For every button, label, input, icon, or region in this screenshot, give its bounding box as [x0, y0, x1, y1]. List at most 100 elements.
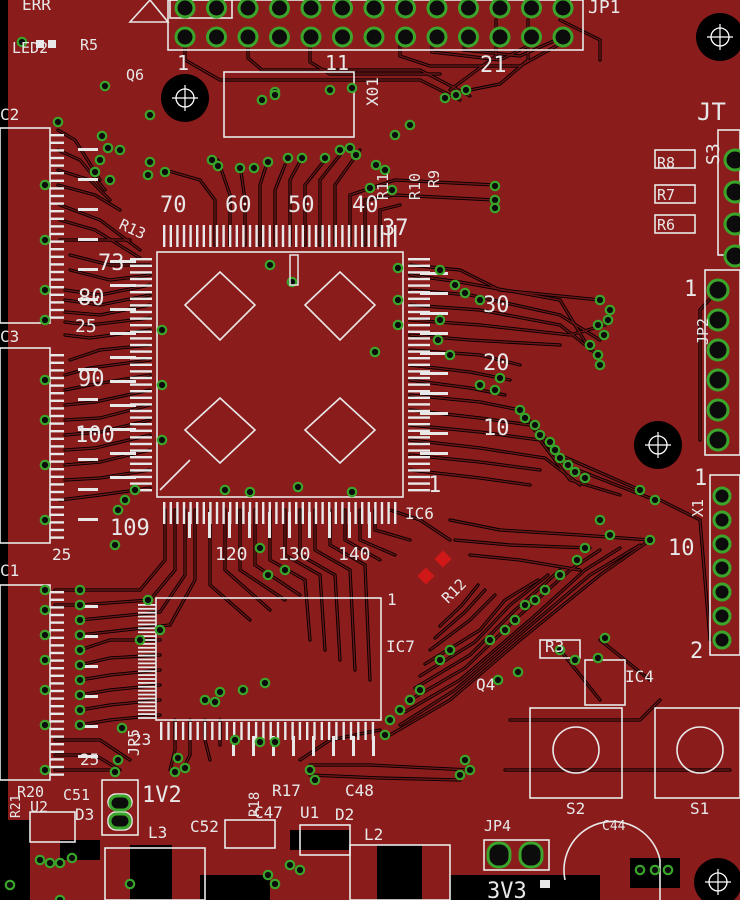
connector-pin — [78, 488, 98, 491]
ic6-pin — [408, 423, 430, 426]
ic6-pin — [229, 225, 232, 247]
jp1-pin — [489, 26, 511, 48]
ic6-pin — [275, 225, 278, 247]
label-r10: R10 — [406, 173, 424, 200]
ic7-pin — [342, 722, 345, 740]
ic6-pin — [188, 512, 191, 538]
via — [492, 674, 504, 686]
label-s2: S2 — [566, 799, 585, 818]
ic7-pin — [252, 736, 255, 756]
ic6-pin — [314, 225, 318, 247]
ic6-pin — [408, 324, 430, 327]
copper-trace — [404, 547, 621, 713]
connector-pin — [50, 445, 64, 448]
via — [554, 569, 566, 581]
copper-trace — [64, 317, 151, 326]
ic6-pin — [408, 482, 430, 485]
via — [594, 294, 606, 306]
connector-pin — [50, 659, 64, 662]
via — [404, 694, 416, 706]
via — [554, 644, 566, 656]
via — [474, 294, 486, 306]
via — [450, 89, 462, 101]
copper-trace — [239, 509, 286, 601]
label-x1-p2: 2 — [690, 639, 703, 664]
ic6-pin — [262, 502, 265, 524]
connector-pin — [50, 735, 64, 738]
label-ic6-p100: 100 — [75, 423, 115, 448]
ic6-pin — [130, 462, 152, 465]
connector-pin — [50, 498, 64, 501]
ic6-pin — [301, 502, 304, 524]
via — [279, 564, 291, 576]
via — [489, 384, 501, 396]
ic6-pin — [408, 383, 430, 386]
via — [454, 769, 466, 781]
ic7-pin — [138, 662, 156, 665]
ic6-pin — [387, 225, 390, 247]
ic6-pin — [169, 502, 172, 524]
label-ic6-p140: 140 — [338, 544, 371, 565]
ic6-pin — [130, 317, 152, 320]
ic6-pin — [196, 225, 199, 247]
via — [39, 284, 51, 296]
ic6-pin — [110, 428, 136, 431]
jp1-pin — [300, 26, 322, 48]
via — [39, 719, 51, 731]
ic7-pin — [138, 717, 156, 719]
via — [464, 764, 476, 776]
label-ic4: IC4 — [625, 667, 654, 686]
ic7-pin — [189, 722, 192, 740]
via — [74, 629, 86, 641]
ic7-pin — [312, 736, 315, 756]
x1-pin — [712, 558, 732, 578]
via — [74, 584, 86, 596]
connector-pin — [50, 255, 64, 258]
via — [172, 752, 184, 764]
ic6-pin — [130, 310, 152, 314]
ic6-pin — [130, 482, 152, 485]
jp2-pins — [706, 148, 740, 452]
ic7-pin — [138, 693, 156, 696]
label-r18: R18 — [247, 792, 263, 817]
via — [296, 152, 308, 164]
label-ic6-p130: 130 — [278, 544, 311, 565]
ic6-pin — [408, 277, 430, 281]
copper-trace — [64, 284, 151, 296]
r12-pads — [417, 550, 452, 585]
ic7-pin — [332, 736, 335, 756]
label-ic6-pin1: 1 — [428, 473, 441, 498]
jp1-pin — [552, 26, 574, 48]
ic6-pin — [215, 225, 219, 247]
ic6-pin — [110, 308, 136, 311]
via — [592, 319, 604, 331]
ic6-pin — [367, 225, 370, 247]
s2-outline — [529, 707, 623, 799]
connector-pin — [50, 682, 64, 685]
connector-pin — [50, 399, 64, 402]
connector-pin — [50, 141, 64, 144]
via — [334, 144, 346, 156]
copper-trace — [449, 519, 651, 541]
via — [16, 36, 28, 48]
via — [384, 714, 396, 726]
jp1-pin — [489, 0, 511, 19]
connector-pin — [50, 720, 64, 723]
connector-pin — [50, 172, 64, 175]
label-ic6-p37: 37 — [382, 216, 409, 241]
jtag-pin — [723, 244, 740, 268]
via — [439, 92, 451, 104]
via — [292, 481, 304, 493]
ic6-pin — [130, 337, 152, 340]
ic6-pin — [308, 225, 311, 247]
ic6-pin — [130, 449, 152, 452]
ic6-pin — [347, 225, 351, 247]
connector-pin — [78, 208, 98, 211]
via — [248, 162, 260, 174]
via — [392, 262, 404, 274]
ic6-pin — [288, 225, 291, 247]
ic6-pin — [408, 396, 430, 399]
via — [66, 852, 78, 864]
ic6-pin — [420, 312, 448, 315]
ic6-pin — [215, 502, 219, 524]
